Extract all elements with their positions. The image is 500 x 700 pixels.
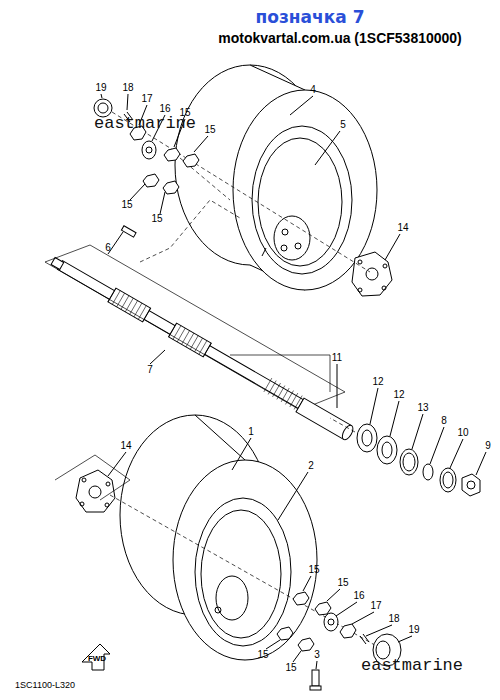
direction-arrow-label: FWD <box>88 655 106 663</box>
callout-number: 13 <box>417 403 428 413</box>
callout-number: 18 <box>122 83 133 93</box>
watermark: eastmarine <box>361 657 463 674</box>
callout-number: 16 <box>353 591 364 601</box>
page-title: позначка 7 <box>256 9 365 26</box>
callout-number: 15 <box>337 578 348 588</box>
callout-number: 17 <box>141 94 152 104</box>
callout-number: 16 <box>159 104 170 114</box>
callout-number: 1 <box>248 427 254 437</box>
callout-number: 12 <box>372 377 383 387</box>
callout-number: 17 <box>370 601 381 611</box>
callout-number: 8 <box>441 416 447 426</box>
callout-number: 14 <box>120 441 131 451</box>
callout-number: 3 <box>314 650 320 660</box>
callout-number: 18 <box>388 614 399 624</box>
callout-number: 10 <box>457 428 468 438</box>
callout-number: 7 <box>147 365 153 375</box>
watermark: eastmarine <box>94 115 196 132</box>
callout-number: 19 <box>95 83 106 93</box>
callout-number: 15 <box>257 650 268 660</box>
callout-number: 9 <box>485 441 491 451</box>
callout-number: 19 <box>408 625 419 635</box>
callout-number: 12 <box>393 390 404 400</box>
callout-number: 15 <box>308 565 319 575</box>
callout-number: 2 <box>308 461 314 471</box>
callout-number: 15 <box>285 663 296 673</box>
drawing-code: 1SC1100-L320 <box>15 681 75 690</box>
source-line: motokvartal.com.ua (1SCF53810000) <box>218 31 462 45</box>
callout-number: 6 <box>105 243 111 253</box>
callout-number: 14 <box>397 223 408 233</box>
callout-number: 11 <box>332 353 342 363</box>
callout-number: 15 <box>204 125 215 135</box>
callout-number: 15 <box>121 200 132 210</box>
callout-number: 5 <box>340 120 346 130</box>
callout-number: 4 <box>310 85 316 95</box>
callout-number: 15 <box>151 214 162 224</box>
